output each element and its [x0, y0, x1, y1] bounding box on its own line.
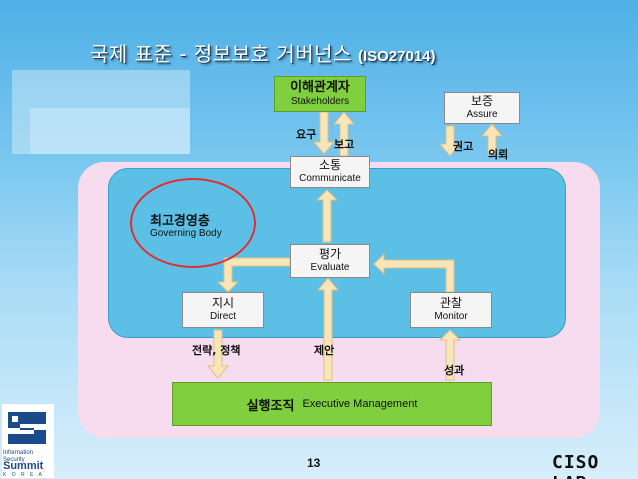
logo-line1: Information Security	[3, 450, 34, 463]
arrow-recommend	[438, 125, 462, 157]
executive-ko: 실행조직	[246, 398, 295, 414]
executive-en: Executive Management	[302, 398, 418, 410]
arrow-commission	[480, 123, 504, 155]
label-report: 보고	[334, 138, 355, 151]
arrow-monitor-evaluate	[373, 252, 455, 293]
stakeholders-box: 이해관계자 Stakeholders	[274, 76, 366, 112]
direct-ko: 지시	[211, 296, 235, 311]
evaluate-ko: 평가	[318, 247, 342, 262]
logo-line2: Summit	[3, 460, 44, 472]
governing-body-circle	[130, 178, 256, 268]
direct-en: Direct	[209, 311, 237, 323]
assure-en: Assure	[466, 109, 498, 121]
label-proposal: 제안	[314, 344, 335, 357]
label-request: 요구	[296, 128, 317, 141]
communicate-box: 소통 Communicate	[290, 156, 370, 188]
communicate-ko: 소통	[318, 158, 342, 173]
arrow-evaluate-direct	[216, 257, 291, 293]
monitor-box: 관찰 Monitor	[410, 292, 492, 328]
background-panel	[12, 70, 190, 154]
executive-management-box: 실행조직 Executive Management	[172, 382, 492, 426]
arrow-report	[332, 111, 356, 157]
arrow-performance	[438, 329, 462, 381]
summit-logo-mark	[8, 412, 46, 444]
assure-box: 보증 Assure	[444, 92, 520, 124]
governing-body-en: Governing Body	[150, 228, 222, 239]
stakeholders-ko: 이해관계자	[290, 79, 350, 95]
direct-box: 지시 Direct	[182, 292, 264, 328]
label-commission: 의뢰	[488, 148, 509, 161]
title-main: 국제 표준 - 정보보호 거버넌스	[90, 42, 352, 66]
arrow-request	[312, 111, 336, 155]
page-number: 13	[307, 456, 321, 470]
arrow-strategy	[206, 329, 230, 379]
governing-body-ko: 최고경영층	[150, 214, 210, 229]
monitor-en: Monitor	[434, 311, 468, 323]
title-sub: (ISO27014)	[357, 48, 436, 65]
evaluate-en: Evaluate	[310, 262, 350, 274]
evaluate-box: 평가 Evaluate	[290, 244, 370, 278]
label-strategy-policy: 전략, 정책	[192, 344, 241, 357]
summit-logo: Information Security Summit K O R E A	[2, 404, 54, 478]
arrow-evaluate-communicate	[315, 189, 339, 243]
communicate-en: Communicate	[299, 173, 361, 185]
ciso-lab-logo: CISO LAB	[552, 452, 600, 479]
stakeholders-en: Stakeholders	[290, 95, 350, 107]
background-panel-inner	[30, 108, 190, 154]
monitor-ko: 관찰	[439, 296, 463, 311]
logo-line3: K O R E A	[3, 472, 44, 478]
arrow-proposal	[316, 277, 340, 381]
label-performance: 성과	[444, 364, 465, 377]
assure-ko: 보증	[470, 94, 494, 109]
slide-title: 국제 표준 - 정보보호 거버넌스 (ISO27014)	[90, 38, 436, 66]
label-recommend: 권고	[453, 140, 474, 153]
